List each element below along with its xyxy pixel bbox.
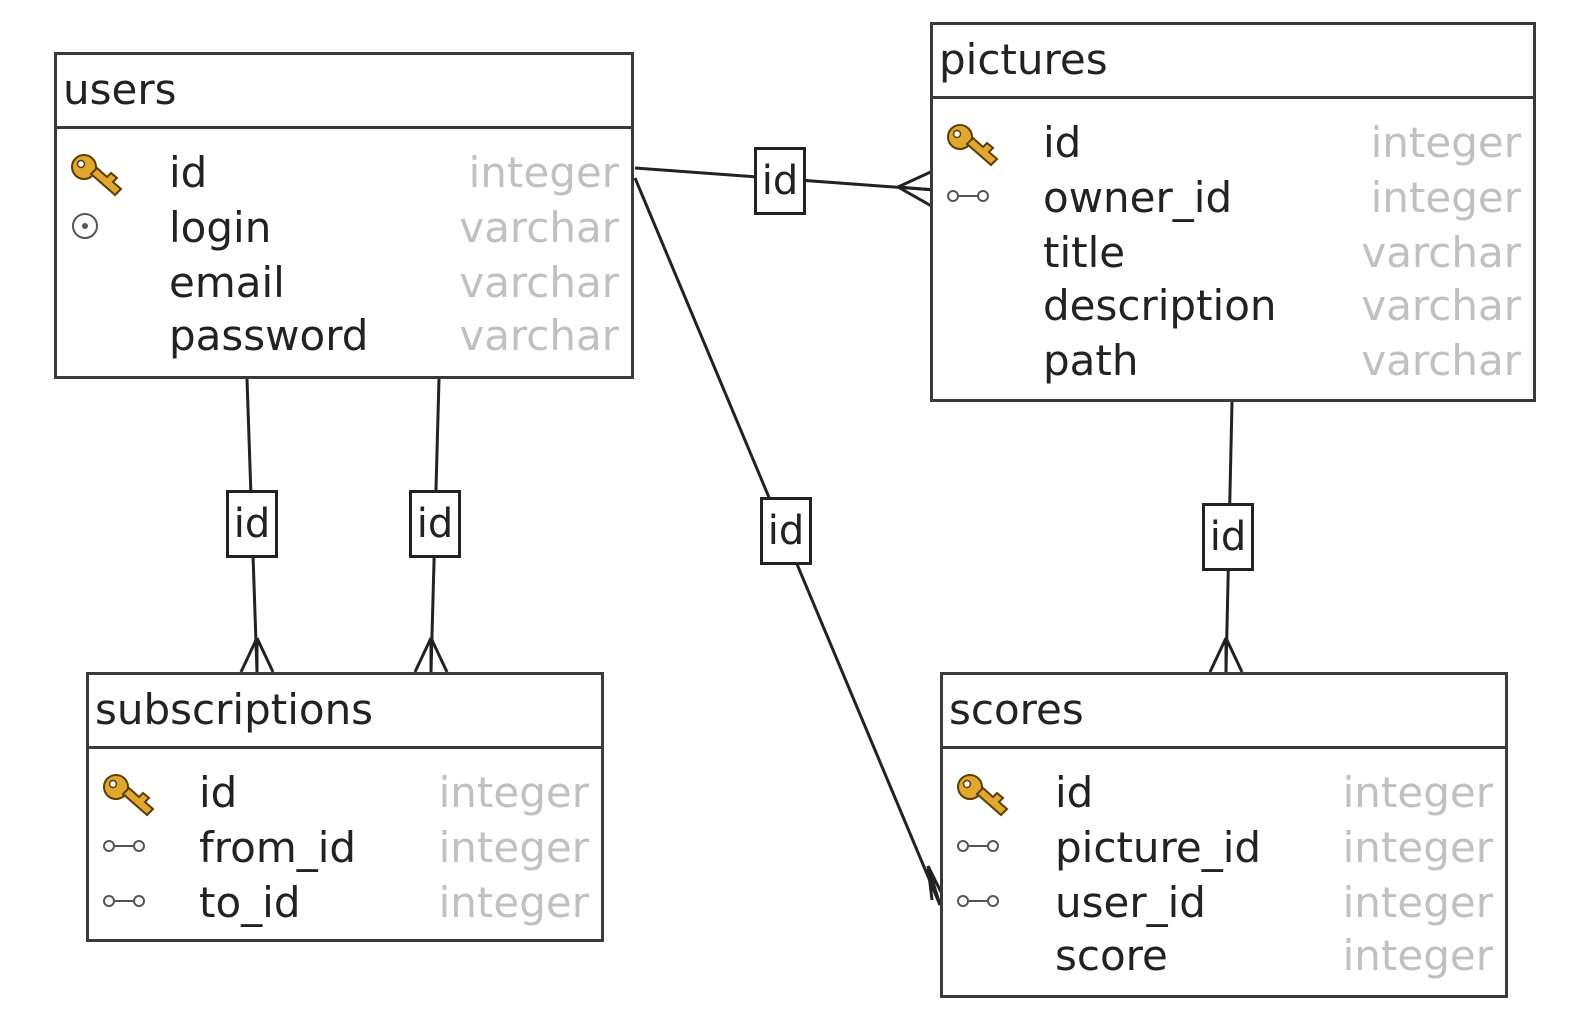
field-type: varchar — [459, 311, 619, 360]
primary-key-icon — [943, 121, 1003, 171]
field-row-path[interactable]: path varchar — [933, 333, 1533, 388]
field-name: id — [1055, 768, 1094, 817]
relation-label-users-subscriptions-from[interactable]: id — [226, 490, 278, 558]
crowfoot-subscriptions-from — [239, 637, 275, 673]
field-row-from_id[interactable]: from_id integer — [89, 820, 601, 875]
field-row-title[interactable]: title varchar — [933, 225, 1533, 280]
primary-key-icon — [953, 771, 1013, 821]
field-row-owner_id[interactable]: owner_id integer — [933, 170, 1533, 225]
field-row-id[interactable]: id integer — [89, 765, 601, 820]
field-type: varchar — [1361, 281, 1521, 330]
field-type: varchar — [1361, 336, 1521, 385]
field-name: path — [1043, 336, 1139, 385]
foreign-key-icon — [99, 881, 159, 931]
field-row-id[interactable]: id integer — [943, 765, 1505, 820]
table-title-users: users — [57, 55, 631, 129]
table-pictures[interactable]: pictures id integer owner_id integer tit… — [930, 22, 1536, 402]
field-type: integer — [468, 148, 619, 197]
table-users[interactable]: users id integer login varchar email var… — [54, 52, 634, 379]
field-row-login[interactable]: login varchar — [57, 200, 631, 255]
relation-label-pictures-scores[interactable]: id — [1202, 503, 1254, 571]
field-row-id[interactable]: id integer — [933, 115, 1533, 170]
field-row-password[interactable]: password varchar — [57, 308, 631, 363]
table-subscriptions[interactable]: subscriptions id integer from_id integer… — [86, 672, 604, 942]
foreign-key-icon — [953, 826, 1013, 876]
field-row-score[interactable]: score integer — [943, 928, 1505, 983]
table-title-subscriptions: subscriptions — [89, 675, 601, 749]
field-name: login — [169, 203, 272, 252]
field-row-to_id[interactable]: to_id integer — [89, 875, 601, 930]
table-scores[interactable]: scores id integer picture_id integer use… — [940, 672, 1508, 998]
field-name: owner_id — [1043, 173, 1233, 222]
field-name: id — [169, 148, 208, 197]
field-row-user_id[interactable]: user_id integer — [943, 875, 1505, 930]
field-name: id — [1043, 118, 1082, 167]
field-name: email — [169, 258, 285, 307]
primary-key-icon — [67, 151, 127, 201]
field-row-description[interactable]: description varchar — [933, 278, 1533, 333]
field-name: picture_id — [1055, 823, 1262, 872]
field-type: integer — [438, 768, 589, 817]
field-type: integer — [438, 878, 589, 927]
field-name: to_id — [199, 878, 301, 927]
field-name: description — [1043, 281, 1277, 330]
field-row-picture_id[interactable]: picture_id integer — [943, 820, 1505, 875]
field-name: from_id — [199, 823, 357, 872]
field-type: integer — [438, 823, 589, 872]
field-name: id — [199, 768, 238, 817]
primary-key-icon — [99, 771, 159, 821]
field-type: integer — [1370, 173, 1521, 222]
field-name: password — [169, 311, 369, 360]
field-type: integer — [1342, 931, 1493, 980]
relation-label-users-scores[interactable]: id — [760, 497, 812, 565]
field-type: integer — [1342, 823, 1493, 872]
field-name: user_id — [1055, 878, 1206, 927]
field-type: varchar — [459, 258, 619, 307]
field-type: varchar — [1361, 228, 1521, 277]
relation-label-users-pictures[interactable]: id — [754, 147, 806, 215]
field-type: varchar — [459, 203, 619, 252]
field-type: integer — [1342, 768, 1493, 817]
relation-label-users-subscriptions-to[interactable]: id — [409, 490, 461, 558]
field-type: integer — [1370, 118, 1521, 167]
foreign-key-icon — [99, 826, 159, 876]
field-row-id[interactable]: id integer — [57, 145, 631, 200]
field-row-email[interactable]: email varchar — [57, 255, 631, 310]
table-title-scores: scores — [943, 675, 1505, 749]
unique-index-icon — [67, 206, 127, 256]
field-name: title — [1043, 228, 1126, 277]
crowfoot-scores-picture — [1208, 637, 1244, 673]
crowfoot-pictures — [897, 168, 936, 210]
foreign-key-icon — [953, 881, 1013, 931]
table-title-pictures: pictures — [933, 25, 1533, 99]
foreign-key-icon — [943, 176, 1003, 226]
crowfoot-subscriptions-to — [413, 637, 449, 673]
field-name: score — [1055, 931, 1168, 980]
field-type: integer — [1342, 878, 1493, 927]
